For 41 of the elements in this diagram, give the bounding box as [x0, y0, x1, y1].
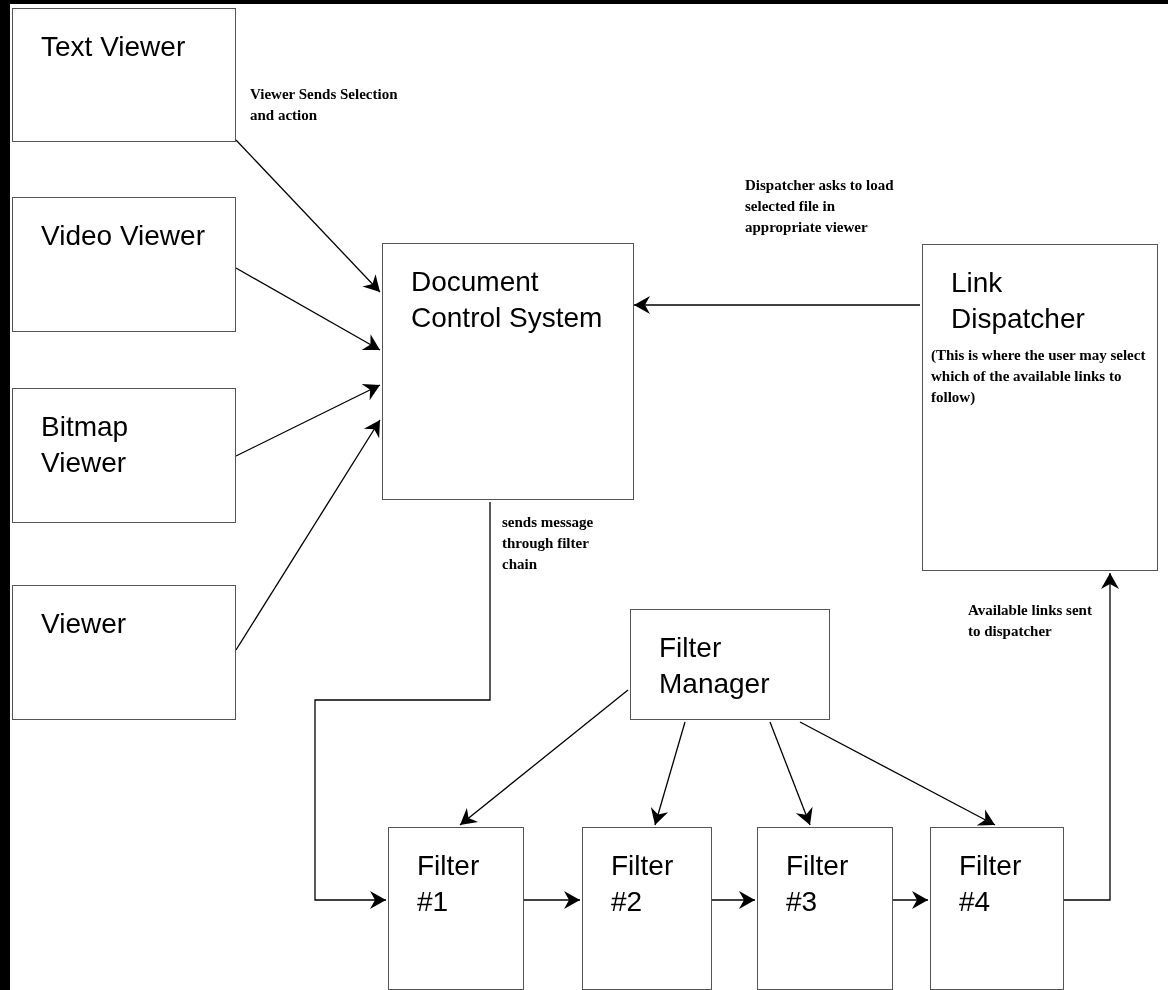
box-title: Filter #1: [417, 849, 481, 919]
process-box: [582, 827, 712, 990]
box-title: Filter #4: [959, 849, 1023, 919]
annotation-text: Dispatcher asks to load selected file in appropriate viewer: [745, 176, 895, 237]
process-box: [930, 827, 1064, 990]
box-title: Viewer: [41, 607, 128, 641]
process-box: [12, 388, 236, 523]
arrow: [1063, 572, 1119, 901]
arrow: [799, 721, 996, 826]
box-title: Filter Manager: [659, 631, 771, 701]
arrow: [235, 267, 381, 351]
process-box: [630, 609, 830, 720]
arrow: [235, 384, 381, 457]
process-box: [388, 827, 524, 990]
box-title: Link Dispatcher: [951, 266, 1086, 336]
process-box: [757, 827, 893, 990]
dispatcher-box: [922, 244, 1158, 571]
arrow: [314, 501, 491, 909]
box-title: Filter #2: [611, 849, 675, 919]
box-title: Video Viewer: [41, 219, 206, 253]
arrow: [633, 296, 921, 314]
arrow: [523, 891, 581, 909]
arrow: [711, 891, 756, 909]
box-title: Document Control System: [411, 265, 604, 335]
process-box: [12, 585, 236, 720]
annotation-text: Available links sent to dispatcher: [968, 601, 1093, 641]
box-title: Text Viewer: [41, 30, 187, 64]
arrow: [235, 419, 381, 651]
arrow: [892, 891, 929, 909]
process-box: [12, 8, 236, 142]
annotation-text: sends message through filter chain: [502, 513, 595, 574]
process-box: [382, 243, 634, 500]
arrow: [650, 721, 686, 826]
arrow: [459, 689, 629, 826]
box-title: Filter #3: [786, 849, 850, 919]
box-note: (This is where the user may select which of the available links to follow): [931, 346, 1147, 407]
arrow: [235, 139, 381, 293]
annotation-text: Viewer Sends Selection and action: [250, 85, 399, 125]
box-title: Bitmap Viewer: [41, 410, 130, 480]
process-box: [12, 197, 236, 332]
arrow: [769, 721, 813, 826]
